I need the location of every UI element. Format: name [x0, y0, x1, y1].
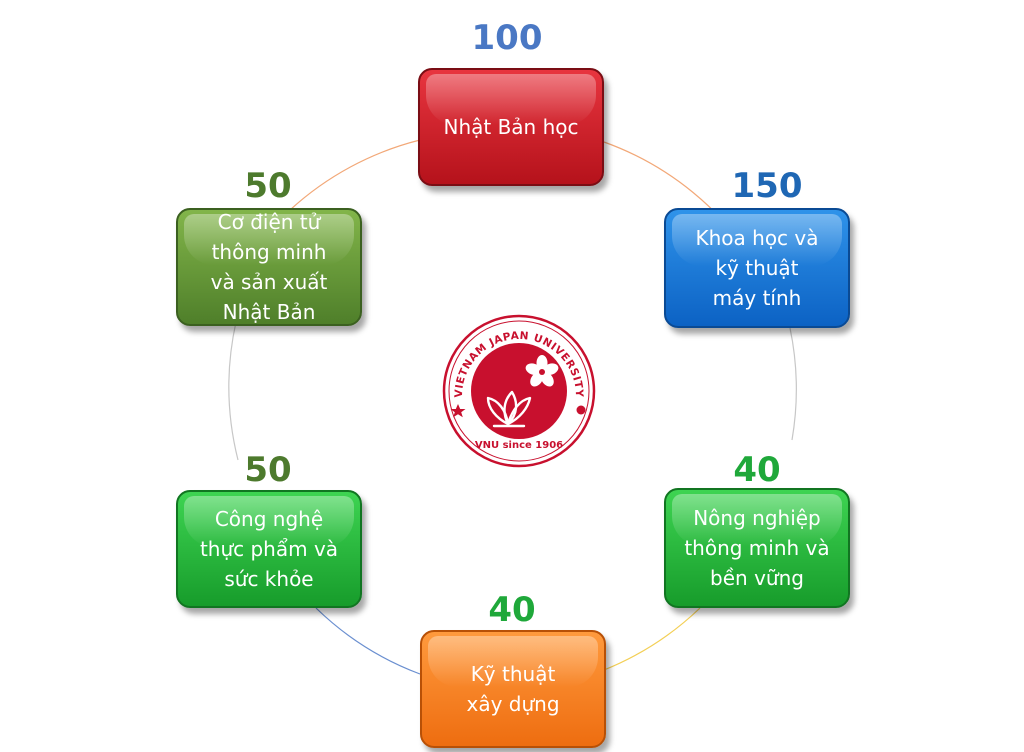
sun-dot-icon: [576, 405, 586, 415]
node-nong-nghiep: Nông nghiệp thông minh và bền vững: [664, 488, 850, 608]
node-label: Kỹ thuật xây dựng: [466, 662, 560, 716]
node-label: Công nghệ thực phẩm và sức khỏe: [199, 507, 339, 591]
node-co-dien-tu: Cơ điện tử thông minh và sản xuất Nhật B…: [176, 208, 362, 326]
university-logo: VIETNAM JAPAN UNIVERSITY VNU since 1906: [442, 314, 596, 468]
lotus-icon: [486, 390, 532, 428]
count-ky-thuat-xay-dung: 40: [488, 590, 536, 630]
node-label: Khoa học và kỹ thuật máy tính: [695, 226, 819, 310]
count-cong-nghe-thuc-pham: 50: [244, 450, 292, 490]
count-co-dien-tu: 50: [244, 166, 292, 206]
count-nhat-ban-hoc: 100: [471, 18, 543, 58]
node-label: Cơ điện tử thông minh và sản xuất Nhật B…: [210, 210, 328, 324]
ring-arc-left: [228, 321, 239, 461]
node-label: Nhật Bản học: [443, 115, 579, 139]
ring-arc-top-left: [289, 139, 421, 211]
node-ky-thuat-xay-dung: Kỹ thuật xây dựng: [420, 630, 606, 748]
ring-arc-right: [789, 327, 797, 441]
star-icon: [450, 404, 466, 418]
node-cong-nghe-thuc-pham: Công nghệ thực phẩm và sức khỏe: [176, 490, 362, 608]
node-nhat-ban-hoc: Nhật Bản học: [418, 68, 604, 186]
logo-bottom-text: VNU since 1906: [475, 440, 563, 451]
sakura-icon: [525, 355, 559, 387]
ring-arc-bottom-right: [603, 607, 701, 671]
node-khoa-hoc-may-tinh: Khoa học và kỹ thuật máy tính: [664, 208, 850, 328]
node-label: Nông nghiệp thông minh và bền vững: [684, 506, 830, 590]
ring-arc-bottom-left: [315, 607, 421, 675]
count-nong-nghiep: 40: [733, 450, 781, 490]
count-khoa-hoc-may-tinh: 150: [731, 166, 803, 206]
